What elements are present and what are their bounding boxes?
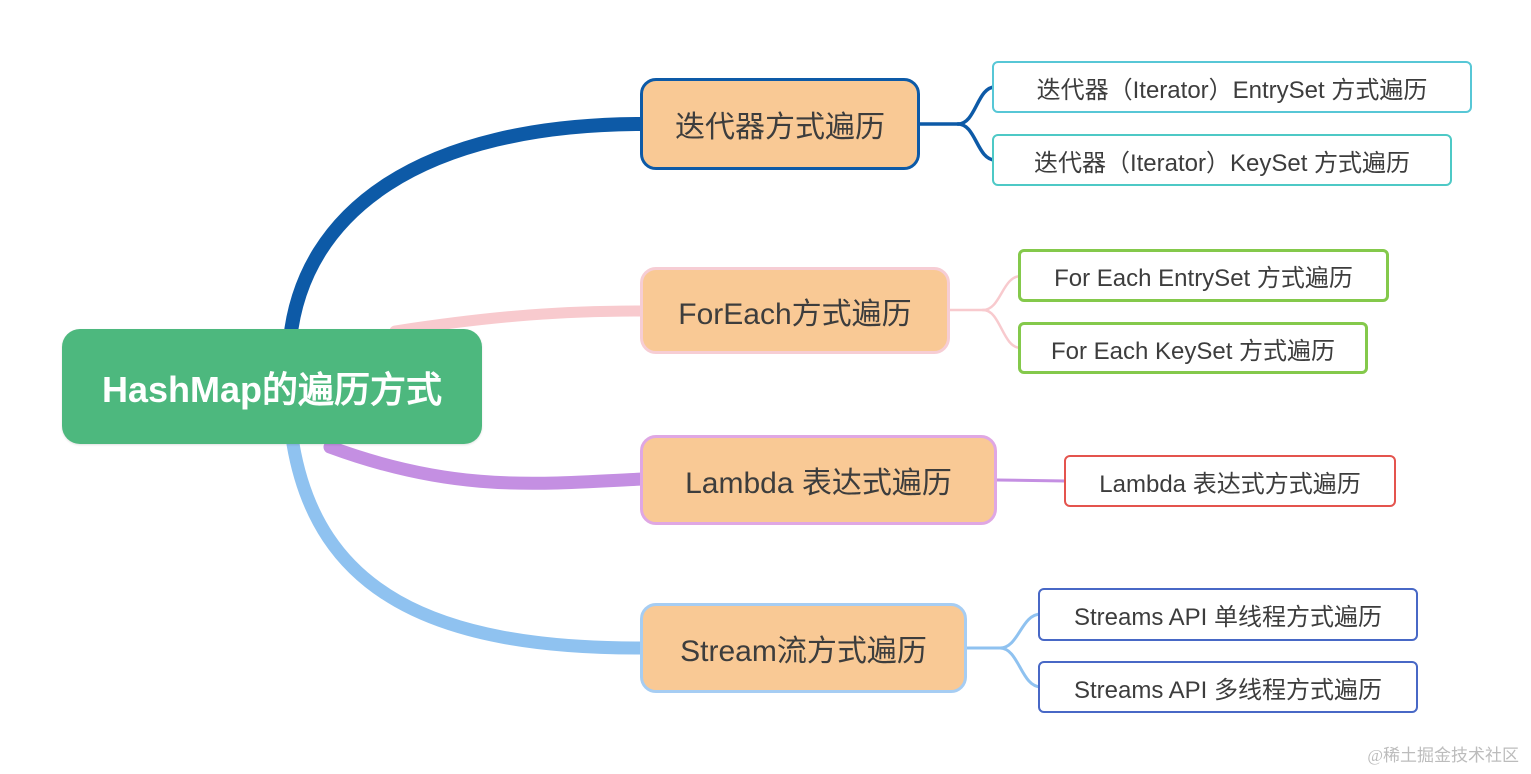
- link-lambda: [995, 478, 1068, 483]
- branch-node-stream[interactable]: Stream流方式遍历: [640, 603, 967, 693]
- watermark: @稀土掘金技术社区: [1367, 746, 1519, 765]
- leaf-node-stream-multi-thread[interactable]: Streams API 多线程方式遍历: [1038, 661, 1418, 713]
- leaf-node-foreach-keyset[interactable]: For Each KeySet 方式遍历: [1018, 322, 1368, 374]
- fork-foreach: [948, 274, 1023, 350]
- curve-lambda: [323, 440, 651, 490]
- leaf-node-foreach-entryset[interactable]: For Each EntrySet 方式遍历: [1018, 249, 1389, 302]
- curve-foreach: [389, 305, 650, 337]
- fork-stream: [965, 612, 1043, 689]
- leaf-node-iterator-entryset[interactable]: 迭代器（Iterator）EntrySet 方式遍历: [992, 61, 1472, 113]
- curve-stream: [286, 437, 651, 655]
- fork-iterator: [918, 85, 997, 162]
- curve-iterator: [283, 117, 651, 347]
- root-node[interactable]: HashMap的遍历方式: [62, 329, 482, 444]
- leaf-node-iterator-keyset[interactable]: 迭代器（Iterator）KeySet 方式遍历: [992, 134, 1452, 186]
- branch-node-lambda[interactable]: Lambda 表达式遍历: [640, 435, 997, 525]
- leaf-node-stream-single-thread[interactable]: Streams API 单线程方式遍历: [1038, 588, 1418, 641]
- branch-node-foreach[interactable]: ForEach方式遍历: [640, 267, 950, 354]
- leaf-node-lambda-expression[interactable]: Lambda 表达式方式遍历: [1064, 455, 1396, 507]
- branch-node-iterator[interactable]: 迭代器方式遍历: [640, 78, 920, 170]
